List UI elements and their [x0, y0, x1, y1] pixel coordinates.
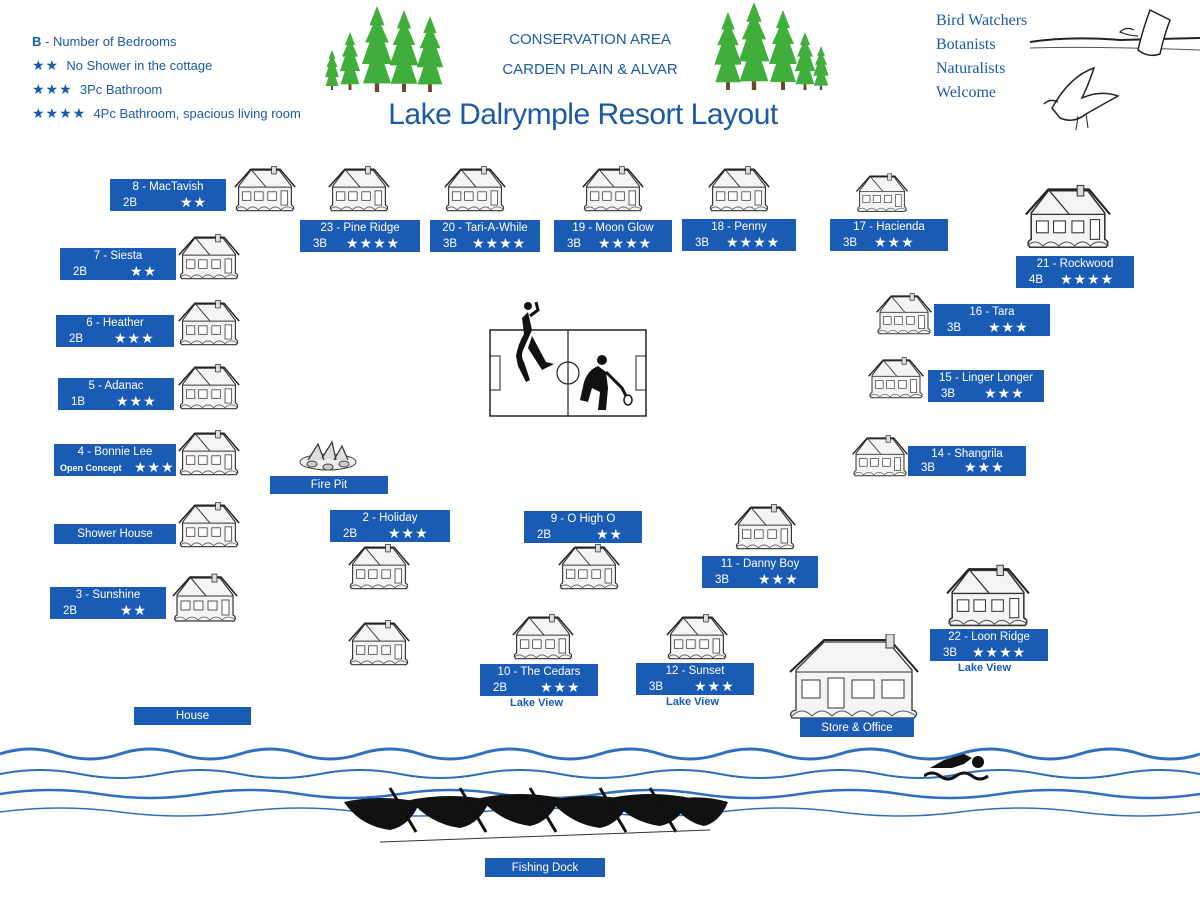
- store-office-label[interactable]: Store & Office: [800, 718, 914, 737]
- cottage-label-23[interactable]: 23 - Pine Ridge 3B ★★★★: [300, 220, 420, 252]
- cottage-21-icon: [1024, 184, 1112, 249]
- fire-pit-icon: [299, 440, 357, 471]
- cottage-label-16[interactable]: 16 - Tara 3B ★★★: [934, 304, 1050, 336]
- cottage-label-11[interactable]: 11 - Danny Boy 3B ★★★: [702, 556, 818, 588]
- fire-pit-label[interactable]: Fire Pit: [270, 476, 388, 494]
- conservation-line1: CONSERVATION AREA: [509, 31, 671, 48]
- tree-cluster-right: [714, 2, 829, 90]
- shower-house-icon: [178, 501, 240, 548]
- cottage-15-icon: [867, 356, 925, 399]
- cottage-7-icon: [178, 233, 240, 280]
- cottage-label-22[interactable]: 22 - Loon Ridge 3B ★★★★: [930, 629, 1048, 661]
- house-label[interactable]: House: [134, 707, 251, 725]
- welcome-line1: Bird Watchers: [936, 12, 1028, 29]
- lake-view-12: Lake View: [666, 696, 719, 708]
- cottage-label-15[interactable]: 15 - Linger Longer 3B ★★★: [928, 370, 1044, 402]
- cottage-label-4[interactable]: 4 - Bonnie Lee Open Concept ★★★: [54, 444, 176, 476]
- cottage-8-icon: [234, 165, 296, 212]
- lake-view-22: Lake View: [958, 662, 1011, 674]
- shower-house-label[interactable]: Shower House: [54, 524, 176, 544]
- cottage-label-20[interactable]: 20 - Tari-A-While 3B ★★★★: [430, 220, 540, 252]
- cottage-label-12[interactable]: 12 - Sunset 3B ★★★: [636, 663, 754, 695]
- legend-two-stars: ★★ No Shower in the cottage: [32, 57, 213, 73]
- cottage-6-icon: [178, 299, 240, 346]
- cottage-19-icon: [582, 165, 644, 212]
- cottage-label-9[interactable]: 9 - O High O 2B ★★: [524, 511, 642, 543]
- cottage-label-2[interactable]: 2 - Holiday 2B ★★★: [330, 510, 450, 542]
- legend-three-stars: ★★★ 3Pc Bathroom: [32, 81, 163, 97]
- cottage-17-icon: [855, 173, 909, 213]
- canoes-icon: [344, 787, 728, 843]
- cottage-1-icon: [348, 619, 410, 666]
- cottage-2-icon: [348, 543, 410, 590]
- cottage-label-14[interactable]: 14 - Shangrila 3B ★★★: [908, 446, 1026, 476]
- cottage-20-icon: [444, 165, 506, 212]
- page-title: Lake Dalrymple Resort Layout: [388, 98, 778, 131]
- cottage-11-icon: [734, 503, 796, 550]
- cottage-label-8[interactable]: 8 - MacTavish 2B ★★: [110, 179, 226, 211]
- seagulls-icon: [1030, 8, 1200, 131]
- cottage-22-icon: [945, 564, 1031, 627]
- cottage-label-21[interactable]: 21 - Rockwood 4B ★★★★: [1016, 256, 1134, 288]
- cottage-3-icon: [172, 573, 238, 622]
- cottage-label-7[interactable]: 7 - Siesta 2B ★★: [60, 248, 176, 280]
- welcome-line2: Botanists: [936, 36, 996, 53]
- cottage-14-icon: [851, 434, 909, 477]
- cottage-label-5[interactable]: 5 - Adanac 1B ★★★: [58, 378, 174, 410]
- cottage-5-icon: [178, 363, 240, 410]
- cottage-label-19[interactable]: 19 - Moon Glow 3B ★★★★: [554, 220, 672, 252]
- cottage-label-10[interactable]: 10 - The Cedars 2B ★★★: [480, 664, 598, 696]
- conservation-line2: CARDEN PLAIN & ALVAR: [502, 61, 678, 78]
- cottage-9-icon: [558, 543, 620, 590]
- welcome-line4: Welcome: [936, 84, 997, 101]
- cottage-18-icon: [708, 165, 770, 212]
- cottage-12-icon: [666, 613, 728, 660]
- cottage-label-17[interactable]: 17 - Hacienda 3B ★★★: [830, 219, 948, 251]
- cottage-label-6[interactable]: 6 - Heather 2B ★★★: [56, 315, 174, 347]
- store-office-icon: [789, 634, 919, 719]
- swimmer-icon: [924, 754, 989, 781]
- tree-cluster-left: [325, 6, 444, 92]
- lake-view-10: Lake View: [510, 697, 563, 709]
- cottage-23-icon: [328, 165, 390, 212]
- cottage-label-18[interactable]: 18 - Penny 3B ★★★★: [682, 219, 796, 251]
- legend-four-stars: ★★★★ 4Pc Bathroom, spacious living room: [32, 105, 301, 121]
- cottage-4-icon: [178, 429, 240, 476]
- cottage-16-icon: [875, 292, 933, 335]
- cottage-10-icon: [512, 613, 574, 660]
- welcome-line3: Naturalists: [936, 60, 1006, 77]
- sports-court-icon: [489, 301, 647, 417]
- fishing-dock-label[interactable]: Fishing Dock: [485, 858, 605, 877]
- cottage-label-3[interactable]: 3 - Sunshine 2B ★★: [50, 587, 166, 619]
- legend-bedrooms: B - Number of Bedrooms: [32, 34, 177, 49]
